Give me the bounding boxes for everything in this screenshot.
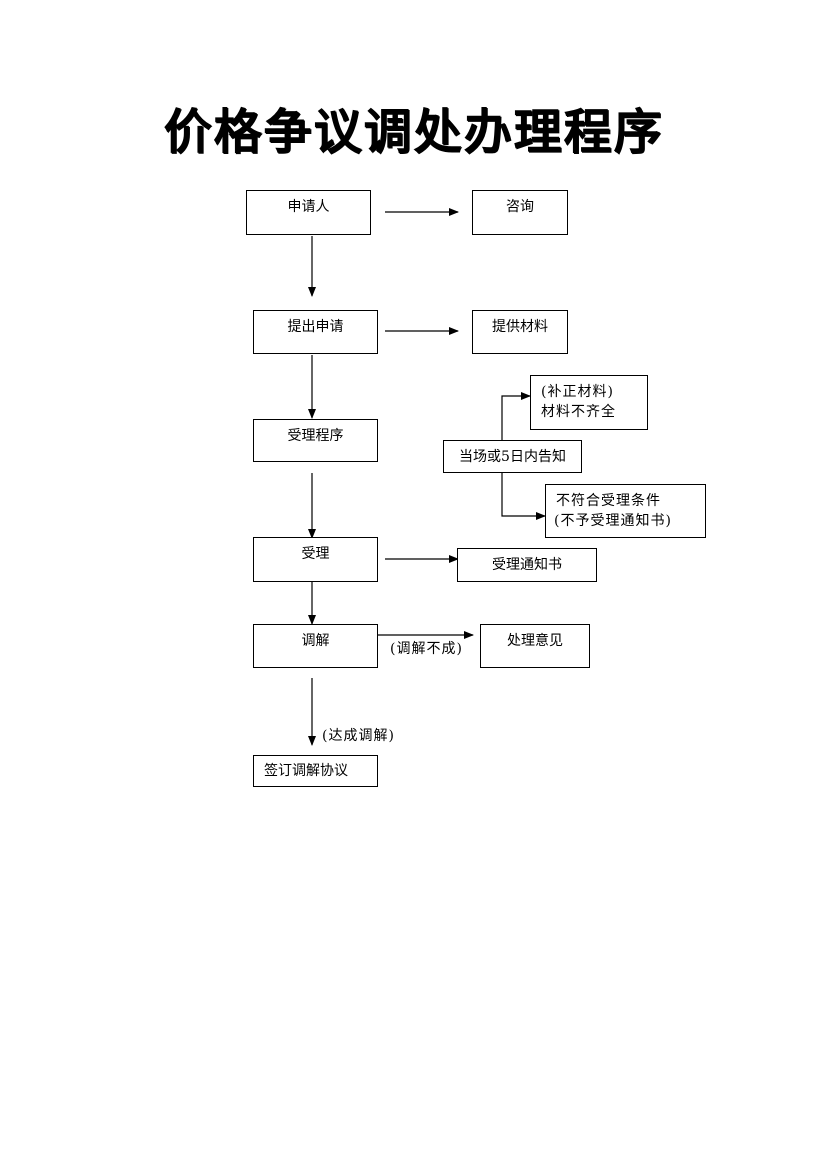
supplement-line-2: 材料不齐全 [541, 404, 616, 420]
page-title: 价格争议调处办理程序 [163, 104, 664, 160]
arrow-notice-to-reject [501, 473, 546, 520]
acceptance-notice-box: 受理通知书 [457, 548, 597, 582]
supplement-box: (补正材料) 材料不齐全 [530, 375, 648, 430]
consult-label: 咨询 [506, 199, 534, 215]
consult-box: 咨询 [472, 190, 568, 235]
provide-materials-label: 提供材料 [492, 319, 548, 335]
mediate-box: 调解 [253, 624, 378, 668]
reject-line-1: 不符合受理条件 [556, 493, 661, 509]
mediate-label: 调解 [301, 633, 330, 649]
accept-label: 受理 [301, 546, 330, 562]
handling-opinion-label: 处理意见 [507, 633, 563, 649]
notice-label: 当场或5日内告知 [459, 448, 566, 465]
submit-label: 提出申请 [287, 319, 344, 335]
supplement-line-1: (补正材料) [541, 384, 614, 400]
acceptance-procedure-box: 受理程序 [253, 419, 378, 462]
arrow-notice-to-supplement [501, 392, 531, 440]
mediation-failed-label: (调解不成) [390, 641, 463, 657]
acceptance-procedure-label: 受理程序 [287, 428, 344, 444]
reject-line-2: (不予受理通知书) [554, 513, 672, 529]
mediation-reached-label: (达成调解) [322, 728, 395, 744]
sign-agreement-box: 签订调解协议 [253, 755, 378, 787]
submit-box: 提出申请 [253, 310, 378, 354]
reject-box: 不符合受理条件 (不予受理通知书) [545, 484, 706, 538]
sign-agreement-label: 签订调解协议 [264, 763, 348, 779]
notice-box: 当场或5日内告知 [443, 440, 582, 473]
provide-materials-box: 提供材料 [472, 310, 568, 354]
handling-opinion-box: 处理意见 [480, 624, 590, 668]
acceptance-notice-label: 受理通知书 [492, 557, 562, 573]
applicant-box: 申请人 [246, 190, 371, 235]
applicant-label: 申请人 [287, 199, 330, 215]
accept-box: 受理 [253, 537, 378, 582]
